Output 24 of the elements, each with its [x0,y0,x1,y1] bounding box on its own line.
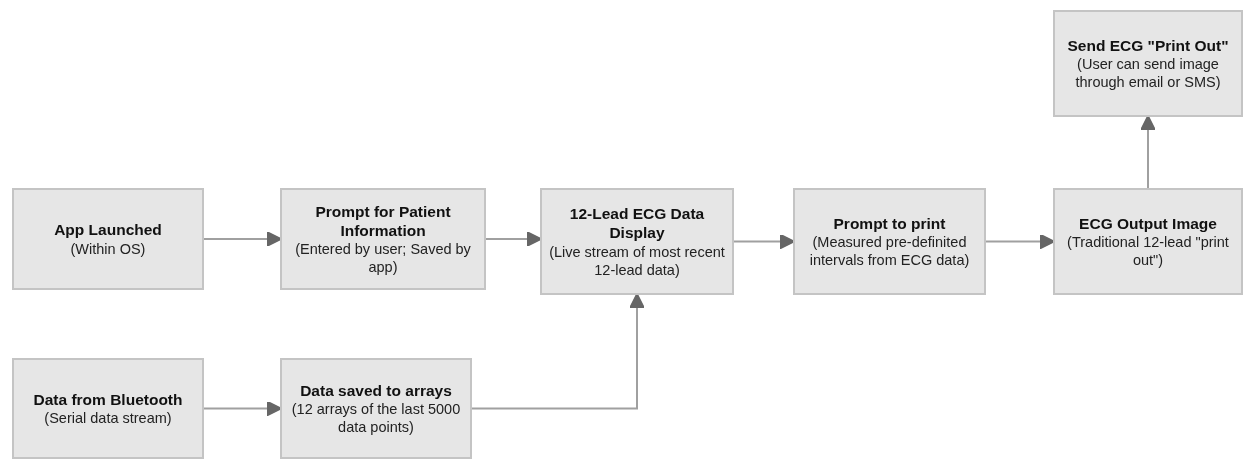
box-title: Prompt for Patient Information [314,201,452,241]
box-title: Send ECG "Print Out" [1067,35,1229,56]
box-description: (Live stream of most recent 12-lead data) [548,242,726,279]
process-box [1053,10,1243,117]
process-box [280,188,486,290]
process-box [280,358,472,459]
box-description: (Traditional 12-lead "print out") [1066,233,1230,270]
box-title: ECG Output Image [1079,213,1217,234]
box-description: (User can send image through email or SMS) [1074,55,1222,92]
box-title: Data saved to arrays [300,380,452,401]
process-box [1053,188,1243,295]
box-title: Prompt to print [833,213,946,234]
box-description: (Within OS) [70,239,146,258]
box-description: (12 arrays of the last 5000 data points) [290,400,462,437]
process-box [12,188,204,290]
process-box [12,358,204,459]
box-description: (Measured pre-definited intervals from ECG data) [808,233,971,270]
box-description: (Entered by user; Saved by app) [294,240,472,277]
process-box [793,188,986,295]
box-description: (Serial data stream) [44,409,172,428]
box-title: App Launched [54,220,162,240]
process-box [540,188,734,295]
box-title: 12-Lead ECG Data Display [568,204,706,243]
box-title: Data from Bluetooth [33,389,183,410]
